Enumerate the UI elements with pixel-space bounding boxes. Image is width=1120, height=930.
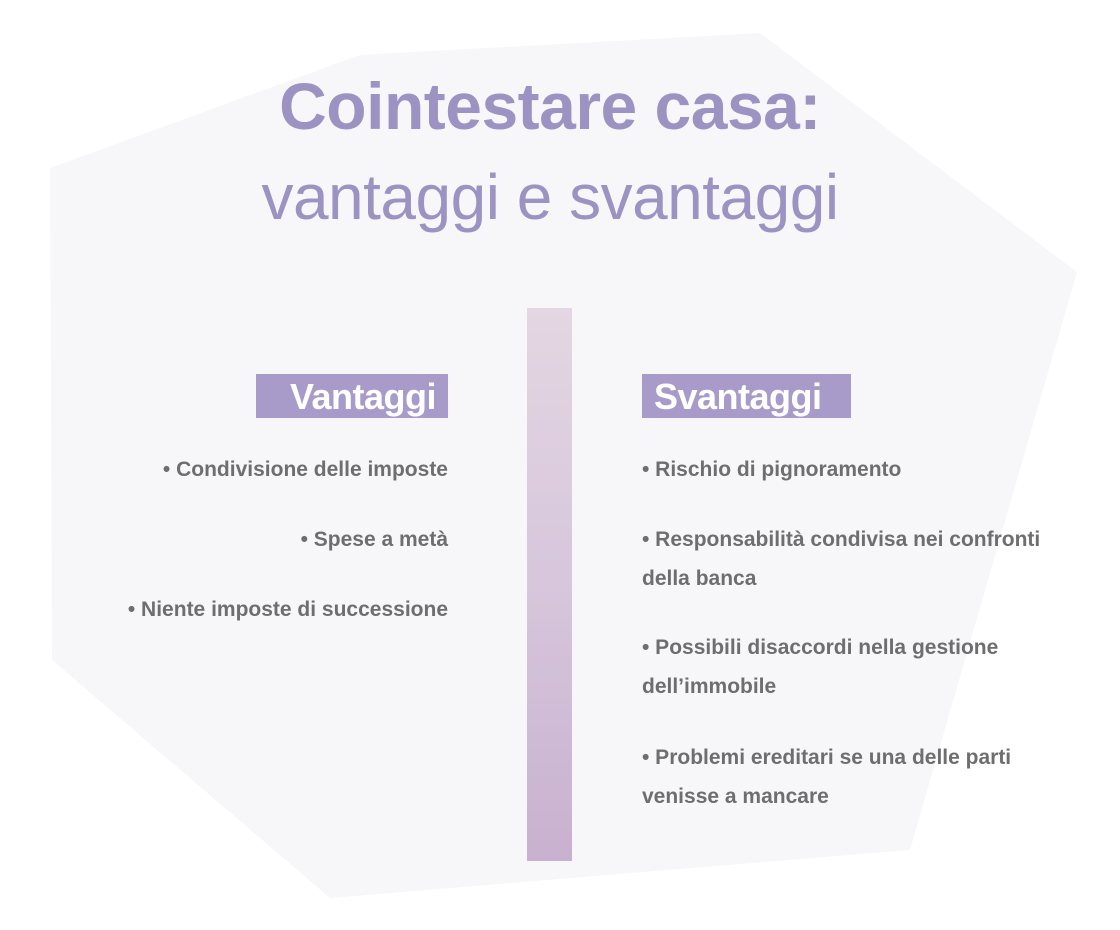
pros-item: • Condivisione delle imposte	[162, 458, 448, 481]
cons-heading: Svantaggi	[642, 374, 851, 418]
page-subtitle: vantaggi e svantaggi	[261, 161, 839, 233]
pros-item: • Spese a metà	[300, 528, 448, 551]
pros-heading: Vantaggi	[256, 374, 448, 418]
pros-item: • Niente imposte di successione	[127, 598, 448, 621]
cons-item: • Possibili disaccordi nella gestione de…	[642, 636, 999, 698]
cons-item: • Problemi ereditari se una delle parti …	[642, 746, 1012, 808]
center-divider	[527, 308, 572, 861]
cons-item: • Responsabilità condivisa nei confronti…	[642, 528, 1041, 590]
page-title: Cointestare casa:	[279, 69, 821, 143]
cons-item: • Rischio di pignoramento	[642, 458, 902, 481]
